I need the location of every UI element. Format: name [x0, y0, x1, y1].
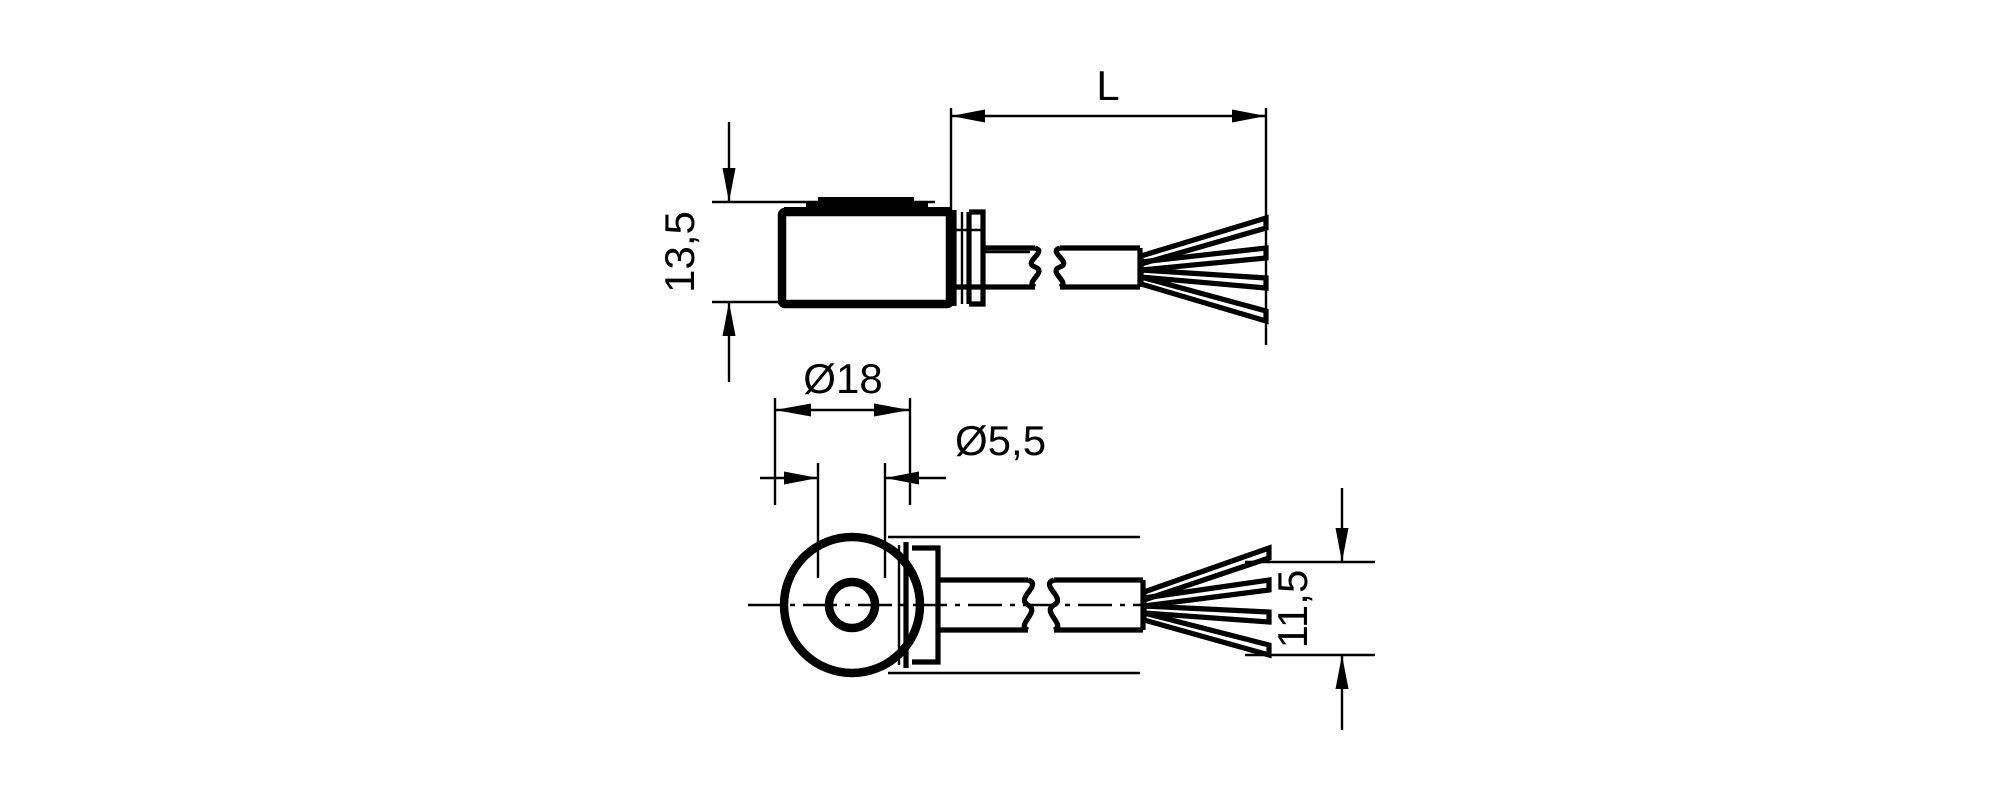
- wire-fan-side: [1138, 214, 1269, 325]
- d115-arrowhead-bottom: [1335, 655, 1349, 689]
- d55-arrowhead-right: [885, 471, 919, 485]
- housing-outline-front: [888, 535, 1140, 675]
- wire-2: [1138, 245, 1269, 273]
- cable-front-break-left: [1021, 577, 1036, 633]
- wire-4: [1138, 273, 1269, 325]
- dimension-label-cable-length: L: [1096, 62, 1119, 109]
- body-top-band-1: [818, 197, 914, 202]
- cable-break-right: [1053, 245, 1067, 290]
- side-view-group: 13,5 L: [656, 62, 1269, 382]
- L-arrowhead-left: [951, 109, 985, 123]
- d18-arrowhead-left: [775, 403, 811, 417]
- front-view-group: Ø18 Ø5,5: [748, 355, 1375, 730]
- body-outline: [777, 207, 955, 309]
- L-arrowhead-right: [1232, 109, 1266, 123]
- cable-gland-shoulder: [969, 209, 986, 307]
- arrowhead-top: [722, 168, 736, 202]
- dimension-bore-diameter: Ø5,5: [760, 417, 1046, 578]
- cable-front-break-right: [1046, 577, 1061, 633]
- sensor-face-front: [748, 532, 1160, 678]
- arrowhead-bottom: [722, 302, 736, 336]
- dimension-label-body-diameter: Ø18: [803, 355, 882, 402]
- dimension-body-diameter: Ø18: [773, 355, 912, 505]
- collar-block-front: [912, 545, 941, 665]
- d115-arrowhead-top: [1335, 528, 1349, 562]
- sensor-body-side: [777, 197, 986, 309]
- d55-arrowhead-left: [784, 471, 818, 485]
- wire-fan-front: [1141, 544, 1272, 659]
- dimension-label-bore-diameter: Ø5,5: [955, 417, 1046, 464]
- cable-break-left: [1028, 245, 1042, 290]
- cable-side: [983, 245, 1143, 290]
- dimension-label-height: 13,5: [656, 211, 703, 293]
- dimension-wire-fan-height: 11,5: [1245, 488, 1375, 730]
- body-top-band-2: [806, 202, 928, 207]
- d18-arrowhead-right: [874, 403, 910, 417]
- wire-front-2: [1141, 576, 1272, 609]
- dimension-label-wire-fan-height: 11,5: [1269, 570, 1316, 649]
